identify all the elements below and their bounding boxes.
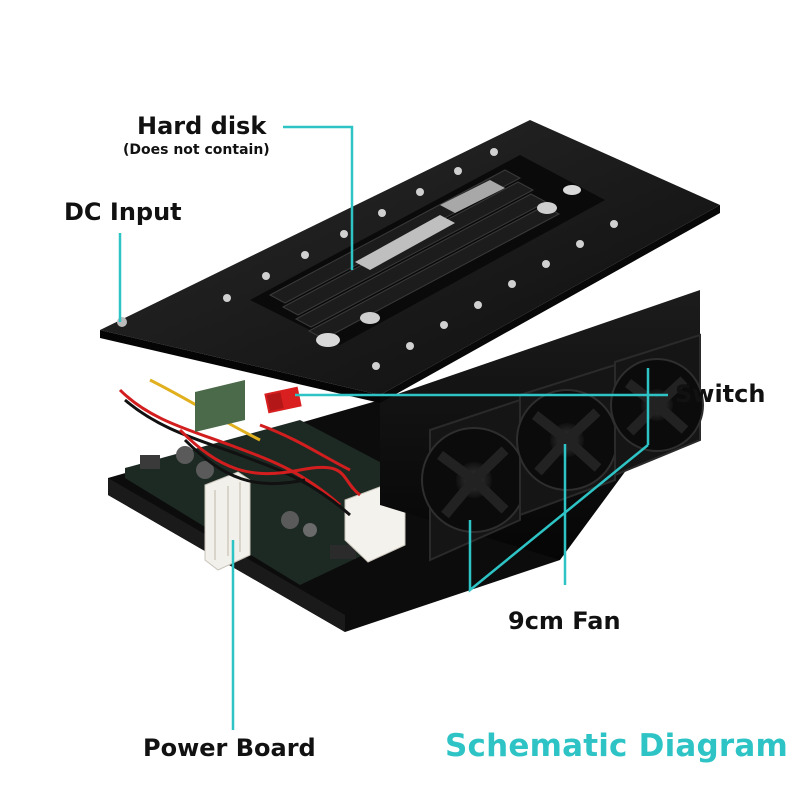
fan-1 [421,398,527,562]
fan-2 [516,363,618,517]
hard-disk-bay [250,155,605,347]
power-board-label: Power Board [143,734,316,762]
switch-label: Switch [675,380,766,408]
control-pcb [195,380,245,432]
atx-connector [204,471,251,571]
hard-disk-note-label: (Does not contain) [123,142,270,158]
hard-disk-label: Hard disk [137,112,267,140]
callout-lines [118,125,668,730]
dc-input-label: DC Input [64,198,182,226]
rocker-switch [264,386,302,414]
caption-title: Schematic Diagram [445,728,789,764]
callout-hard-disk [283,125,354,270]
callout-fan [468,444,649,593]
power-board [125,420,395,585]
fan-label: 9cm Fan [508,607,621,635]
